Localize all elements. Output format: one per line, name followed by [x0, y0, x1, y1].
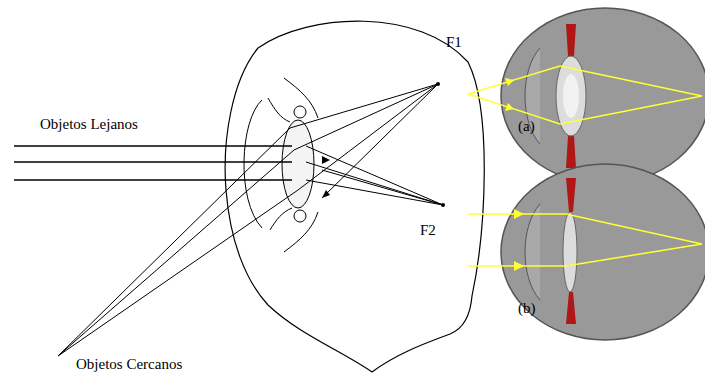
- ray: [58, 128, 290, 356]
- ray: [306, 146, 443, 205]
- ciliary-upper: [294, 106, 306, 118]
- far-rays: [14, 146, 443, 205]
- ray: [294, 84, 438, 150]
- ray: [322, 170, 443, 205]
- ray: [58, 150, 294, 356]
- focus-label: F1: [446, 34, 462, 51]
- ray: [14, 179, 292, 180]
- lens-core: [563, 74, 579, 118]
- iris-upper: [268, 98, 290, 122]
- eyeball: [501, 164, 705, 340]
- arrowhead: [322, 190, 330, 198]
- region-label: Objetos Lejanos: [40, 116, 138, 133]
- ray: [298, 84, 438, 190]
- ray: [468, 66, 560, 94]
- rays-a: [468, 66, 702, 124]
- eye-a: [468, 8, 705, 184]
- arrowhead: [514, 261, 524, 271]
- ray: [306, 180, 443, 205]
- rays-b: [468, 214, 702, 266]
- region-label: Objetos Cercanos: [76, 356, 182, 373]
- focus-dot: [441, 203, 445, 207]
- eye-b: [468, 164, 705, 340]
- ray: [468, 94, 560, 124]
- cornea: [525, 204, 540, 300]
- arrowhead: [514, 209, 524, 219]
- arrowheads: [322, 82, 445, 207]
- lens: [282, 120, 314, 208]
- lens: [563, 212, 577, 292]
- ray: [560, 66, 702, 96]
- ray: [322, 84, 438, 198]
- ray: [58, 190, 298, 356]
- panel-label: (a): [518, 118, 535, 135]
- arrowhead: [505, 78, 514, 86]
- ray: [14, 145, 292, 146]
- ciliary-lower: [294, 210, 306, 222]
- arrowhead: [322, 156, 330, 164]
- panel-label: (b): [518, 300, 536, 317]
- focus-label: F2: [420, 222, 436, 239]
- ray: [566, 244, 702, 266]
- focus-dot: [436, 82, 440, 86]
- ray: [14, 161, 292, 162]
- left-eye: [225, 21, 484, 372]
- ray: [560, 96, 702, 124]
- ray: [566, 214, 702, 244]
- ciliary-ring: [284, 78, 318, 252]
- arrowhead: [505, 103, 514, 111]
- iris-lower: [270, 208, 292, 230]
- eyeball: [501, 8, 705, 184]
- eye-globe: [225, 21, 484, 372]
